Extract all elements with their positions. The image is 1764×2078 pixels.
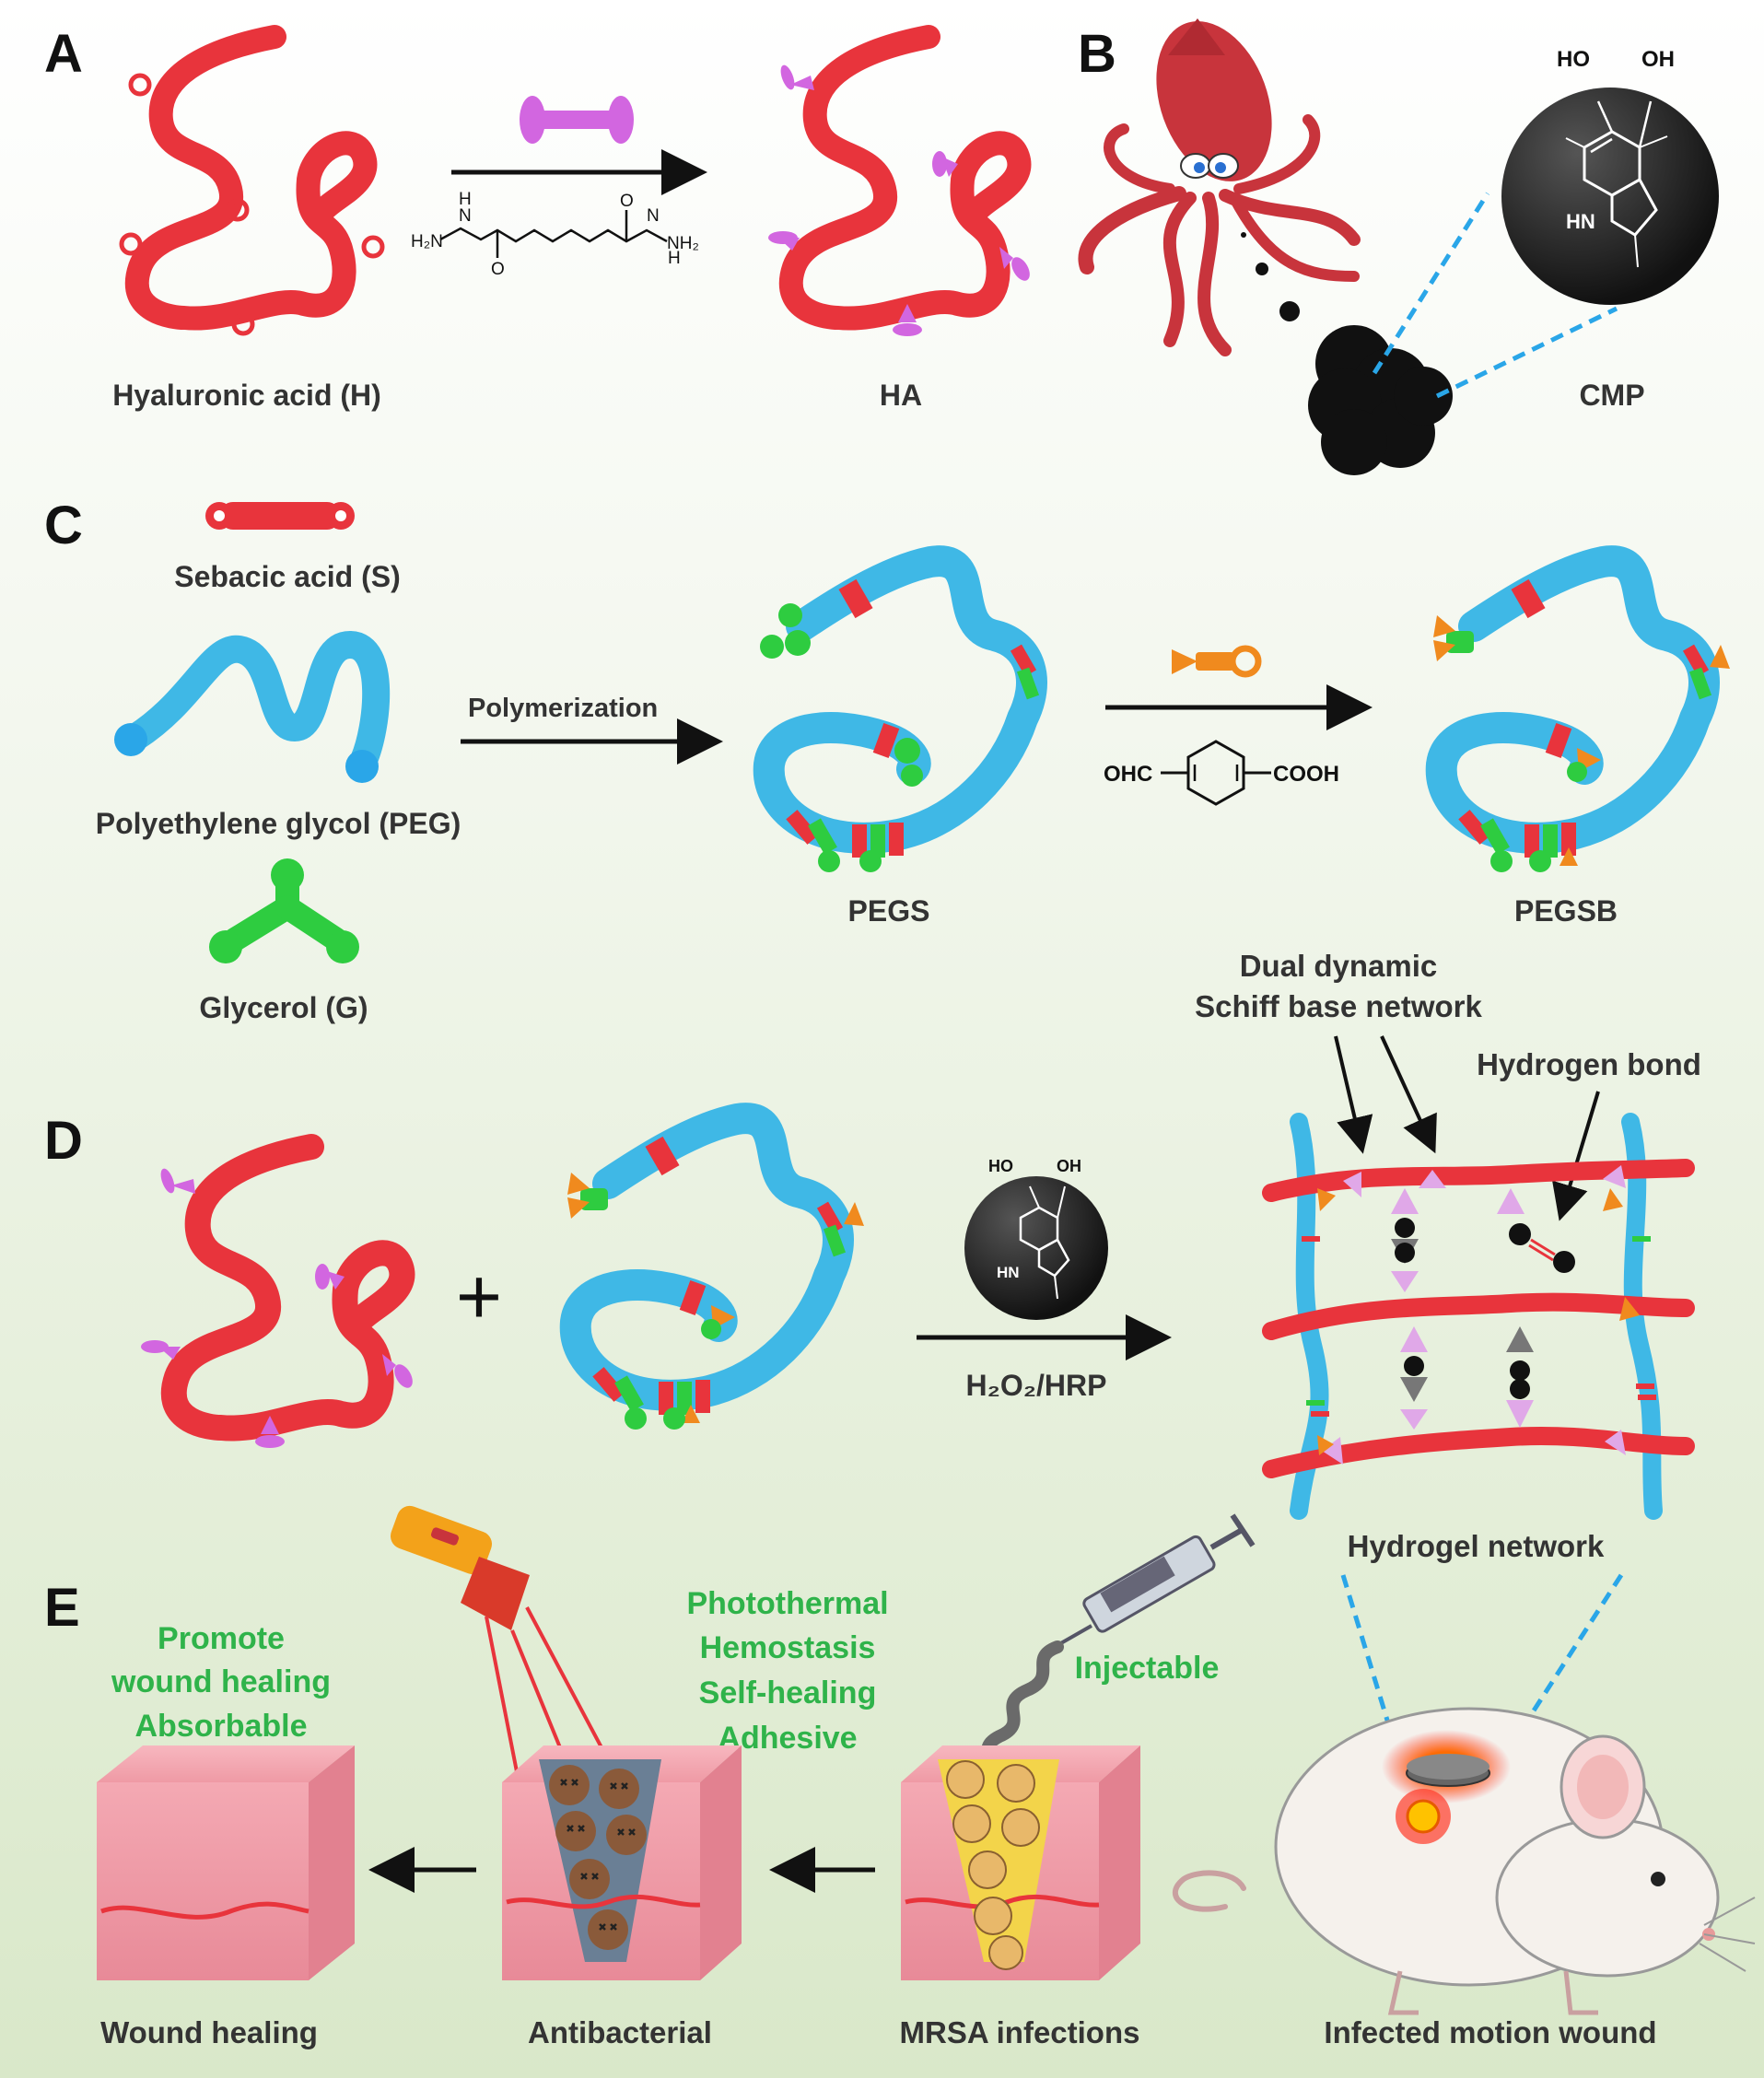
sebacic-acid-unit <box>205 502 355 530</box>
skin-block-healed <box>97 1745 355 1980</box>
polymerization-label: Polymerization <box>468 694 658 723</box>
wound-healing-label: Wound healing <box>100 2015 318 2049</box>
live-bacteria-group <box>946 1760 1040 1970</box>
antibacterial-label: Antibacterial <box>528 2015 712 2049</box>
o-left-label: O <box>491 260 505 279</box>
panel-label-a: A <box>44 24 83 84</box>
zoom-line-b1 <box>1372 192 1490 375</box>
dead-bacteria-faces <box>560 1779 636 1931</box>
promote-label-1: Promote <box>158 1621 285 1656</box>
cmp-sphere: HO OH HN <box>1501 47 1719 305</box>
4-formylbenzoic-acid-structure: OHC COOH <box>1104 740 1339 806</box>
ha-label: HA <box>880 379 922 412</box>
hyaluronic-acid-label: Hyaluronic acid (H) <box>112 379 381 412</box>
schiff-base-label: Schiff base network <box>1195 989 1482 1023</box>
glycerol-unit <box>209 858 359 963</box>
panel-b: B <box>1078 18 1719 475</box>
skin-block-antibacterial <box>502 1745 742 1980</box>
pegsb-polymer <box>1425 545 1730 872</box>
panel-label-b: B <box>1078 24 1116 84</box>
cmp-label: CMP <box>1579 379 1644 412</box>
peg-label: Polyethylene glycol (PEG) <box>96 807 461 840</box>
cooh-label: COOH <box>1273 762 1339 787</box>
cmp-small-oh-label: OH <box>1057 1157 1081 1175</box>
skin-block-mrsa <box>901 1745 1140 1980</box>
nh-left-label: H <box>459 190 472 209</box>
adipic-dihydrazide-structure: H₂N N H O O N NH₂ H <box>411 190 699 279</box>
cmp-oh-label: OH <box>1641 47 1675 72</box>
panel-label-d: D <box>44 1111 83 1171</box>
panel-label-c: C <box>44 496 83 555</box>
benzaldehyde-reagent-icon <box>1172 645 1262 678</box>
panel-label-e: E <box>44 1578 80 1638</box>
panel-e: E Promote wound healing Absorbable Photo… <box>44 1505 1756 2049</box>
property-hemostasis: Hemostasis <box>700 1630 876 1665</box>
pegsb-reactant <box>559 1103 864 1430</box>
pegs-label: PEGS <box>848 894 930 928</box>
promote-label-3: Absorbable <box>134 1709 307 1744</box>
cmp-hn-label: HN <box>1566 210 1595 233</box>
hydrazide-right-label: NH₂ <box>667 234 699 253</box>
pegsb-label: PEGSB <box>1514 894 1618 928</box>
h2o2-hrp-label: H₂O₂/HRP <box>966 1369 1107 1402</box>
mouse-illustration <box>1172 1707 1756 2015</box>
cmp-small-hn-label: HN <box>997 1264 1020 1281</box>
sebacic-acid-label: Sebacic acid (S) <box>174 560 400 593</box>
promote-label-2: wound healing <box>111 1664 331 1699</box>
ohc-label: OHC <box>1104 762 1152 787</box>
injectable-label: Injectable <box>1075 1651 1220 1686</box>
squid-illustration <box>1078 18 1361 356</box>
glycerol-label: Glycerol (G) <box>199 991 368 1024</box>
n-right-label: N <box>647 206 660 226</box>
hydrogel-network <box>1262 1113 1695 1520</box>
hydrazide-left-label: H₂N <box>411 232 443 251</box>
panel-a: A Hyaluronic acid (H) H₂N N H O O <box>44 24 1032 412</box>
schiff-pointer-1 <box>1334 1035 1373 1154</box>
dead-bacteria-group <box>549 1765 647 1950</box>
panel-d: D + <box>44 949 1701 1780</box>
ink-cloud <box>1308 325 1453 475</box>
property-photothermal: Photothermal <box>686 1586 888 1621</box>
ha-reactant <box>141 1134 415 1448</box>
hydrogen-bond-label: Hydrogen bond <box>1477 1047 1701 1081</box>
cmp-small-ho-label: HO <box>988 1157 1013 1175</box>
hyaluronic-acid-chain <box>119 25 385 336</box>
adh-dumbbell <box>520 96 634 144</box>
hbond-pointer <box>1552 1091 1600 1221</box>
schiff-pointer-2 <box>1380 1035 1437 1154</box>
panel-c: C Sebacic acid (S) Polyethylene glycol (… <box>44 496 1730 1024</box>
ha-chain <box>768 25 1032 336</box>
pegs-polymer <box>753 545 1047 872</box>
peg-chain <box>114 630 391 783</box>
o-right-label: O <box>620 192 634 211</box>
cmp-ho-label: HO <box>1557 47 1590 72</box>
plus-sign: + <box>456 1253 502 1341</box>
cmp-sphere-small: HO OH HN <box>964 1157 1108 1320</box>
dual-dynamic-label: Dual dynamic <box>1240 949 1438 983</box>
mrsa-label: MRSA infections <box>900 2015 1140 2049</box>
zoom-line-b2 <box>1435 306 1618 399</box>
property-self-healing: Self-healing <box>699 1675 877 1710</box>
hydrogel-network-label: Hydrogel network <box>1348 1529 1605 1563</box>
nh-right-label: H <box>668 249 681 268</box>
infected-motion-wound-label: Infected motion wound <box>1324 2015 1656 2049</box>
n-left-label: N <box>459 206 472 226</box>
